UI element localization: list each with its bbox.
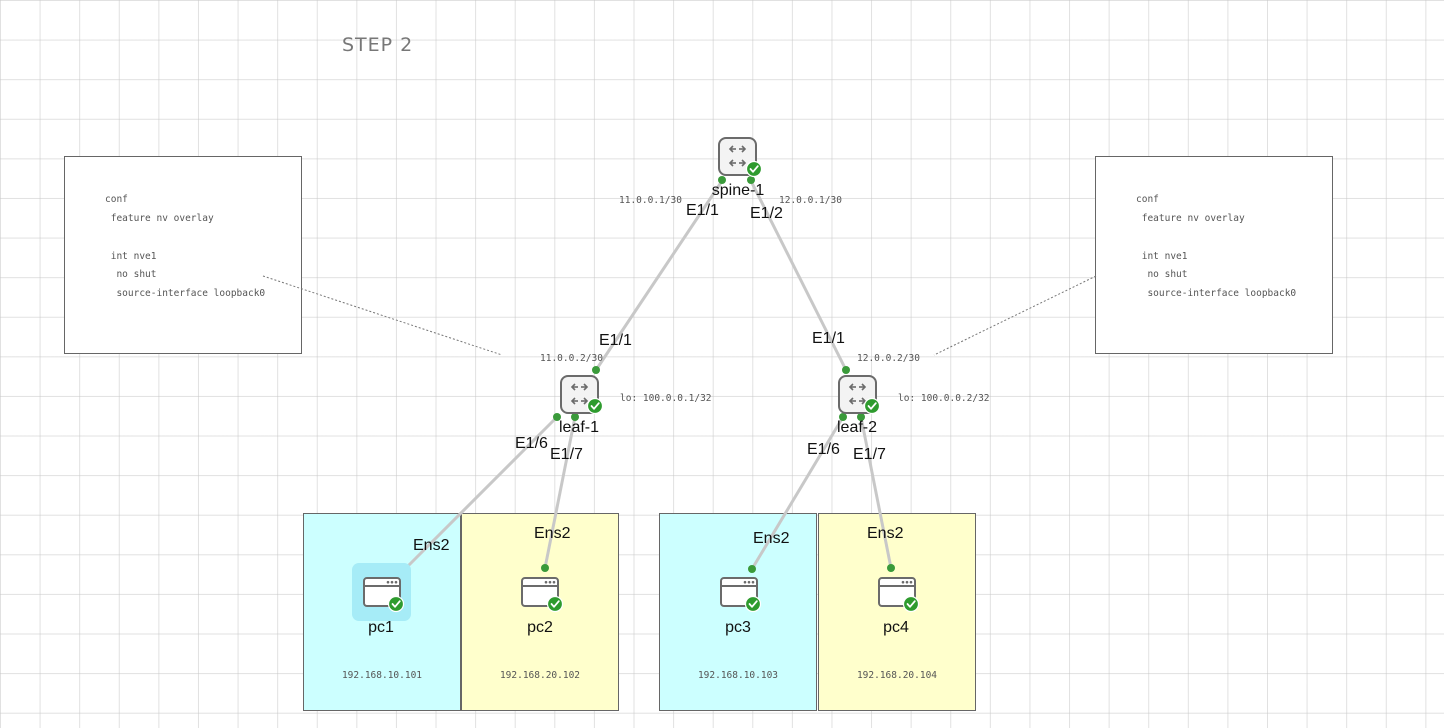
port-dot [839,413,847,421]
pc2-zone[interactable]: 192.168.20.102 [461,513,619,711]
status-ok-icon [586,397,604,415]
pc3-ip: 192.168.10.103 [697,670,779,681]
status-ok-icon [546,595,564,613]
note-line: conf [1136,194,1159,205]
pc1-label: pc1 [368,619,394,636]
iface-label: E1/1 [686,202,719,219]
spine-1-label: spine-1 [712,182,765,199]
pc4-label: pc4 [883,619,909,636]
leaf-1-loopback: lo: 100.0.0.1/32 [620,393,712,404]
iface-label: E1/1 [812,330,845,347]
port-dot [747,176,755,184]
port-dot [842,366,850,374]
pc4-node[interactable]: pc4 [878,577,920,636]
status-ok-icon [744,595,762,613]
note-line: int nve1 [105,251,157,262]
port-dot [748,565,756,573]
step-title: STEP 2 [342,34,414,56]
note-connector-left [262,275,503,356]
pc2-node[interactable]: pc2 [521,577,564,636]
config-note-left[interactable]: conf feature nv overlay int nve1 no shut… [64,156,302,354]
port-dot [541,564,549,572]
iface-label: Ens2 [867,525,904,542]
link-ip-label: 12.0.0.1/30 [779,195,842,206]
link-leaf2-pc4 [859,416,893,569]
iface-label: Ens2 [534,525,571,542]
note-line: conf [105,194,128,205]
note-line: feature nv overlay [1136,213,1245,224]
iface-label: Ens2 [413,537,450,554]
port-dot [887,564,895,572]
note-line: source-interface loopback0 [105,288,266,299]
status-ok-icon [745,160,763,178]
pc1-ip: 192.168.10.101 [341,670,423,681]
leaf-2-node[interactable]: leaf-2 lo: 100.0.0.2/32 [837,375,990,436]
iface-label: E1/1 [599,332,632,349]
link-spine-leaf2 [749,180,848,371]
leaf-2-loopback: lo: 100.0.0.2/32 [898,393,990,404]
leaf-1-node[interactable]: leaf-1 lo: 100.0.0.1/32 [559,375,712,436]
status-ok-icon [863,397,881,415]
link-ip-label: 11.0.0.1/30 [619,195,682,206]
iface-label: Ens2 [753,530,790,547]
ports [401,176,895,573]
pc2-label: pc2 [527,619,553,636]
leaf-1-label: leaf-1 [559,419,599,436]
pc3-node[interactable]: pc3 [720,577,762,636]
note-line: source-interface loopback0 [1136,288,1297,299]
port-dot [857,413,865,421]
port-dot [592,366,600,374]
port-dot [571,413,579,421]
pc4-ip: 192.168.20.104 [856,670,938,681]
link-spine-leaf1 [594,180,724,371]
pc1-node[interactable]: pc1 [352,563,411,636]
status-ok-icon [902,595,920,613]
note-line: no shut [1136,269,1188,280]
spine-1-node[interactable]: spine-1 [712,137,765,199]
leaf-2-label: leaf-2 [837,419,877,436]
link-leaf2-pc3 [750,416,845,570]
link-leaf1-pc2 [543,416,577,569]
iface-label: E1/7 [550,446,583,463]
pc2-ip: 192.168.20.102 [499,670,581,681]
pc3-label: pc3 [725,619,751,636]
iface-label: E1/7 [853,446,886,463]
iface-label: E1/6 [515,435,548,452]
link-ip-label: 11.0.0.2/30 [540,353,603,364]
link-leaf1-pc1 [403,415,559,571]
pc3-zone[interactable]: 192.168.10.103 [659,513,817,711]
link-ip-label: 12.0.0.2/30 [857,353,920,364]
note-line: feature nv overlay [105,213,214,224]
status-ok-icon [387,595,405,613]
port-dot [718,176,726,184]
note-line: int nve1 [1136,251,1188,262]
links [403,180,893,571]
port-dot [553,413,561,421]
config-note-right[interactable]: conf feature nv overlay int nve1 no shut… [1095,156,1333,354]
note-line: no shut [105,269,157,280]
iface-label: E1/2 [750,205,783,222]
iface-label: E1/6 [807,441,840,458]
note-connector-right [933,275,1097,356]
pc4-zone[interactable]: 192.168.20.104 [818,513,976,711]
